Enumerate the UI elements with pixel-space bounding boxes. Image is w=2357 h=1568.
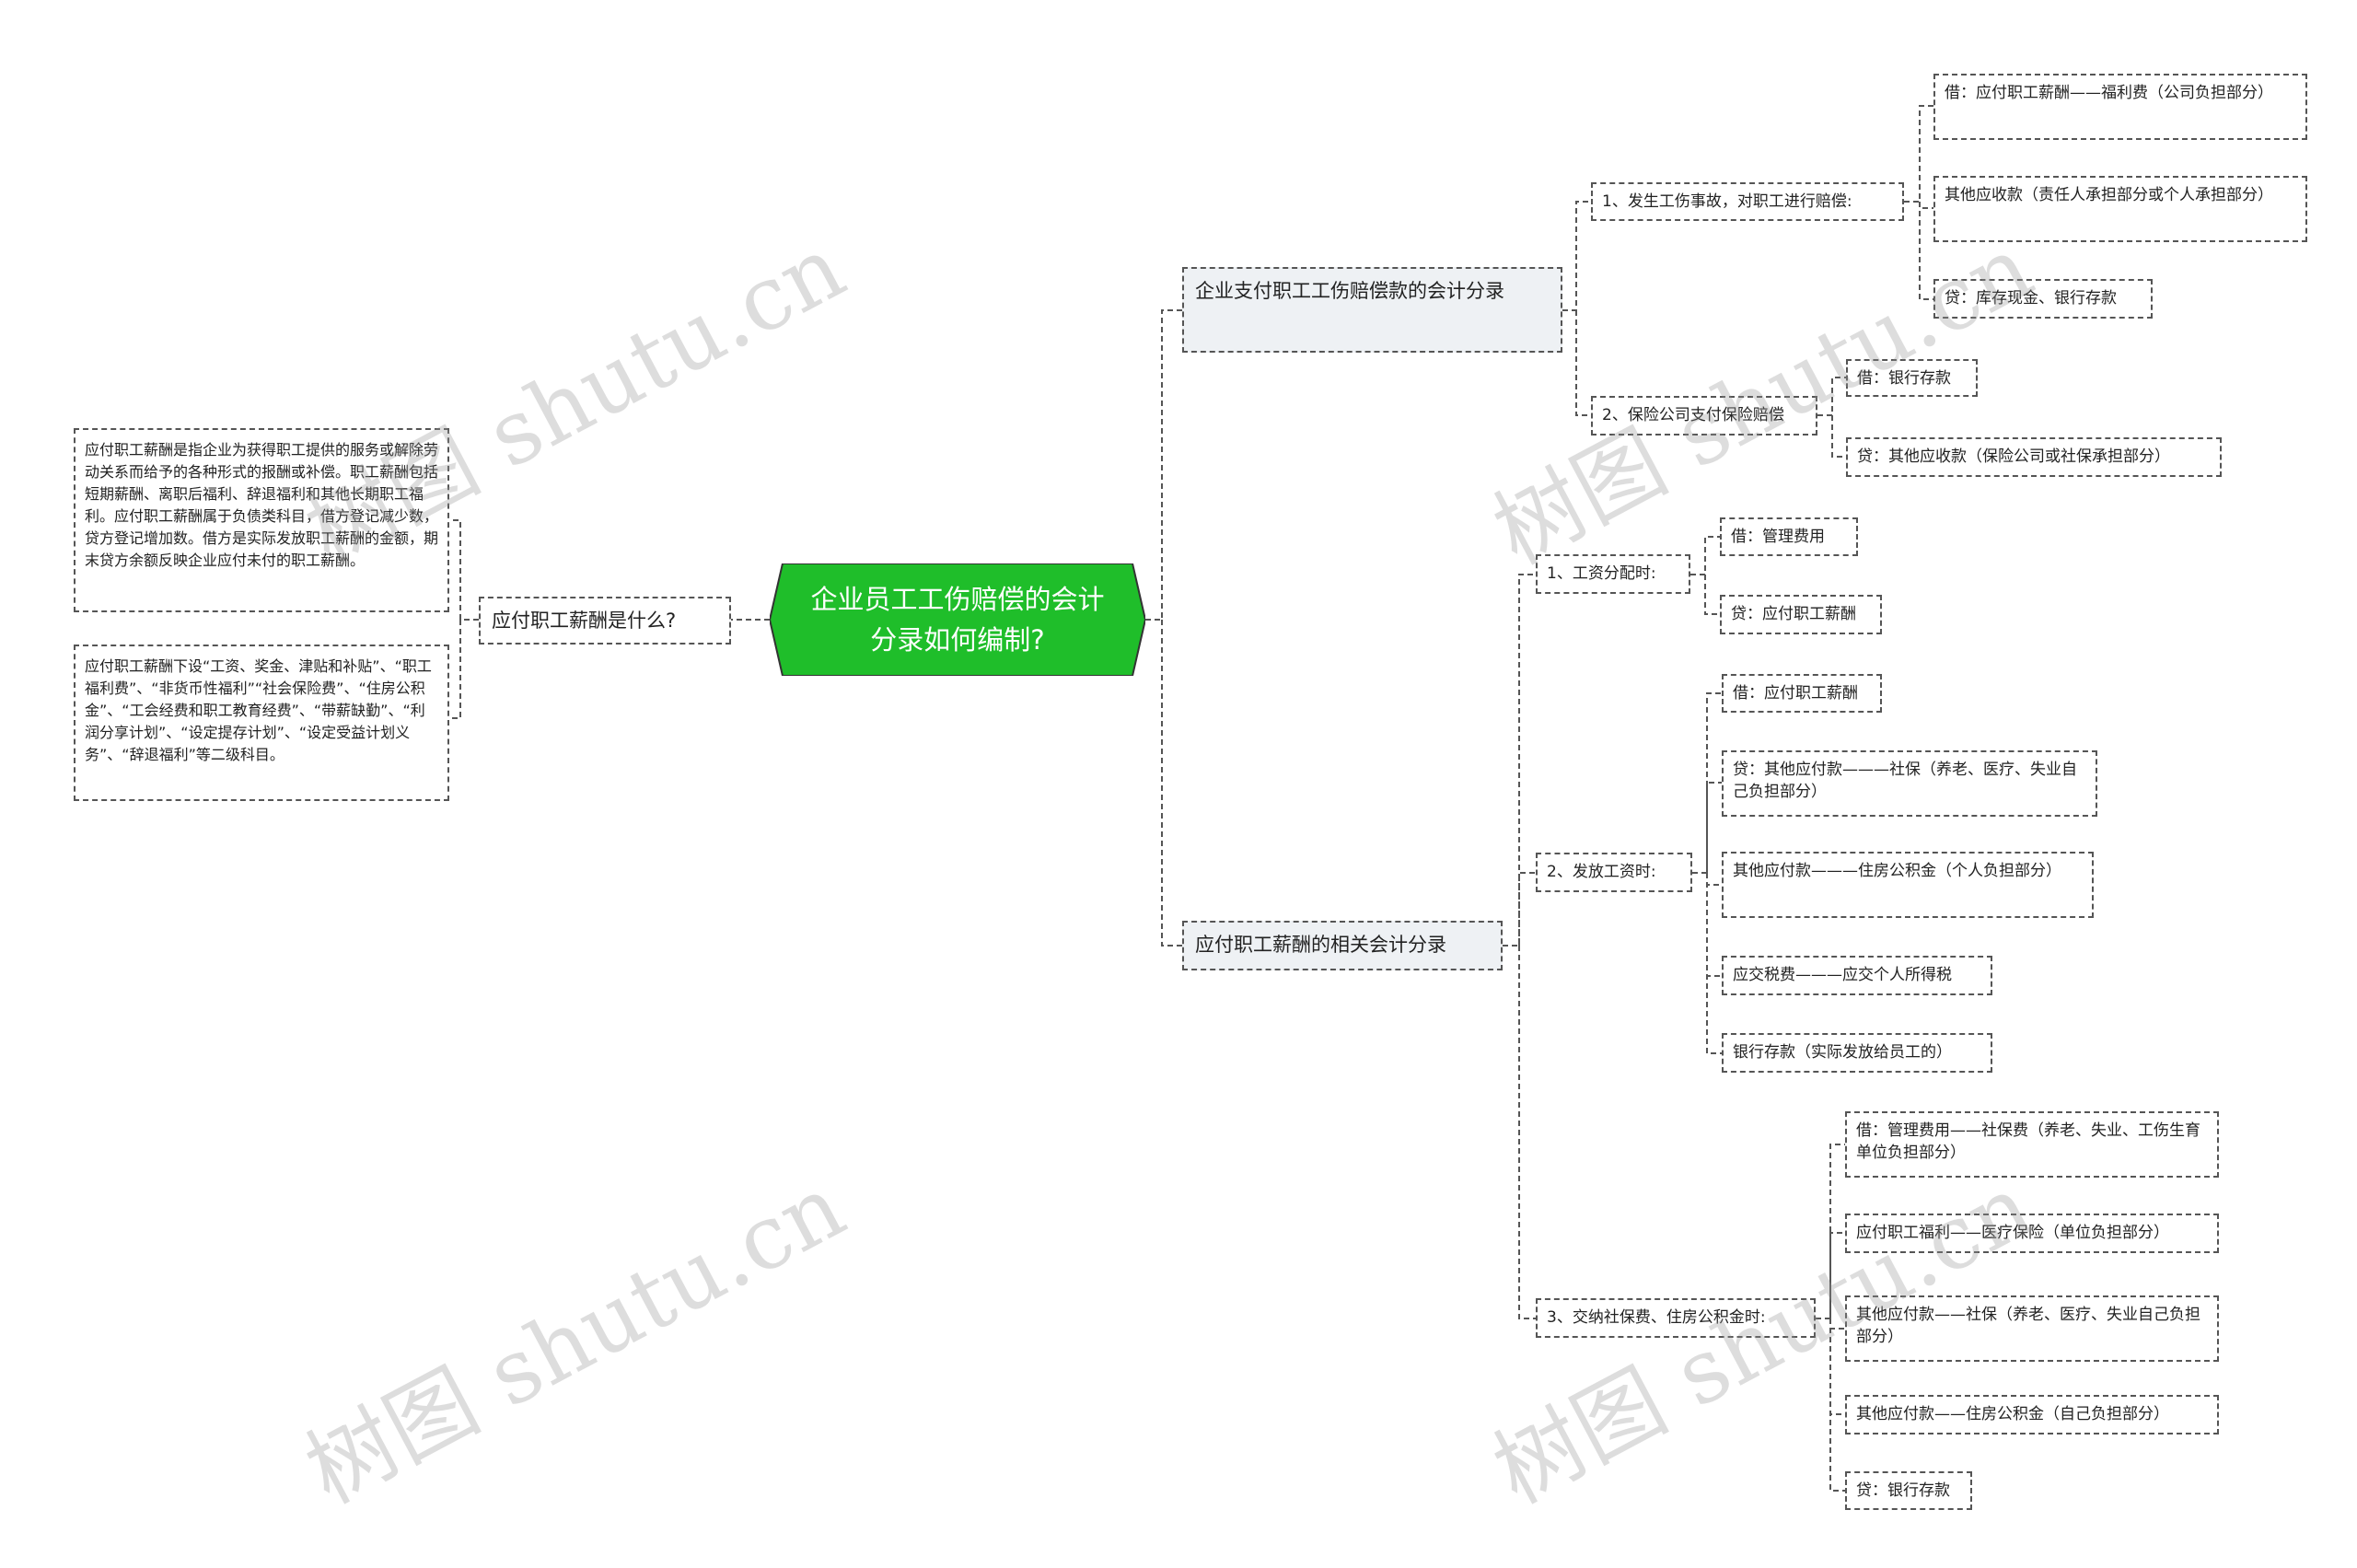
b2-item2-leaf-3-text: 其他应付款———住房公积金（个人负担部分） xyxy=(1733,862,2061,880)
b1-item1-leaf-2-text: 其他应收款（责任人承担部分或个人承担部分） xyxy=(1945,186,2273,204)
b1-item2-leaf-1[interactable]: 借：银行存款 xyxy=(1846,359,1978,397)
b1-item1-leaf-2[interactable]: 其他应收款（责任人承担部分或个人承担部分） xyxy=(1933,176,2307,242)
root-node[interactable]: 企业员工工伤赔偿的会计分录如何编制? xyxy=(770,563,1145,676)
left-desc-text-1: 应付职工薪酬是指企业为获得职工提供的服务或解除劳动关系而给予的各种形式的报酬或补… xyxy=(85,441,439,569)
branch2-node[interactable]: 应付职工薪酬的相关会计分录 xyxy=(1182,921,1503,970)
b2-item3-leaf-3-text: 其他应付款——社保（养老、医疗、失业自己负担部分） xyxy=(1856,1306,2200,1346)
b1-item2-leaf-1-text: 借：银行存款 xyxy=(1857,369,1951,388)
b1-item2-leaf-2-text: 贷：其他应收款（保险公司或社保承担部分） xyxy=(1857,447,2170,466)
b2-item2-leaf-5-text: 银行存款（实际发放给员工的） xyxy=(1733,1043,1952,1062)
b2-item2-leaf-4-text: 应交税费———应交个人所得税 xyxy=(1733,966,1952,984)
b1-item2-node[interactable]: 2、保险公司支付保险赔偿 xyxy=(1591,396,1817,436)
b1-item1-node[interactable]: 1、发生工伤事故，对职工进行赔偿: xyxy=(1591,182,1904,221)
left-topic-node[interactable]: 应付职工薪酬是什么? xyxy=(479,597,731,645)
branch2-label: 应付职工薪酬的相关会计分录 xyxy=(1195,934,1446,956)
b2-item1-node[interactable]: 1、工资分配时: xyxy=(1536,554,1690,594)
b2-item3-leaf-4[interactable]: 其他应付款——住房公积金（自己负担部分） xyxy=(1845,1395,2219,1434)
b2-item1-leaf-2-text: 贷：应付职工薪酬 xyxy=(1731,605,1856,623)
root-title: 企业员工工伤赔偿的会计分录如何编制? xyxy=(810,584,1105,656)
b2-item2-leaf-5[interactable]: 银行存款（实际发放给员工的） xyxy=(1722,1033,1992,1073)
b2-item3-node[interactable]: 3、交纳社保费、住房公积金时: xyxy=(1536,1298,1816,1338)
b1-item1-label: 1、发生工伤事故，对职工进行赔偿: xyxy=(1602,192,1852,211)
b2-item3-leaf-1-text: 借：管理费用——社保费（养老、失业、工伤生育单位负担部分） xyxy=(1856,1121,2200,1162)
b2-item2-label: 2、发放工资时: xyxy=(1547,863,1656,881)
b2-item2-node[interactable]: 2、发放工资时: xyxy=(1536,853,1692,892)
root-hexagon-shape xyxy=(770,563,1145,676)
b1-item1-leaf-3-text: 贷：库存现金、银行存款 xyxy=(1945,289,2117,308)
b1-item1-leaf-1-text: 借：应付职工薪酬——福利费（公司负担部分） xyxy=(1945,84,2273,102)
left-desc-node-2[interactable]: 应付职工薪酬下设“工资、奖金、津贴和补贴”、“职工福利费”、“非货币性福利”“社… xyxy=(74,645,449,801)
b2-item2-leaf-1[interactable]: 借：应付职工薪酬 xyxy=(1722,674,1882,713)
b2-item3-leaf-1[interactable]: 借：管理费用——社保费（养老、失业、工伤生育单位负担部分） xyxy=(1845,1111,2219,1178)
branch1-label: 企业支付职工工伤赔偿款的会计分录 xyxy=(1195,280,1504,302)
left-desc-node-1[interactable]: 应付职工薪酬是指企业为获得职工提供的服务或解除劳动关系而给予的各种形式的报酬或补… xyxy=(74,428,449,612)
b2-item1-label: 1、工资分配时: xyxy=(1547,564,1656,583)
b2-item3-leaf-3[interactable]: 其他应付款——社保（养老、医疗、失业自己负担部分） xyxy=(1845,1295,2219,1362)
b2-item2-leaf-2-text: 贷：其他应付款———社保（养老、医疗、失业自己负担部分） xyxy=(1733,761,2077,801)
branch1-node[interactable]: 企业支付职工工伤赔偿款的会计分录 xyxy=(1182,267,1562,353)
b2-item2-leaf-3[interactable]: 其他应付款———住房公积金（个人负担部分） xyxy=(1722,852,2094,918)
b2-item3-label: 3、交纳社保费、住房公积金时: xyxy=(1547,1308,1766,1327)
b2-item3-leaf-5[interactable]: 贷：银行存款 xyxy=(1845,1471,1972,1510)
b2-item3-leaf-2[interactable]: 应付职工福利——医疗保险（单位负担部分） xyxy=(1845,1214,2219,1253)
b1-item1-leaf-1[interactable]: 借：应付职工薪酬——福利费（公司负担部分） xyxy=(1933,74,2307,140)
b2-item1-leaf-1-text: 借：管理费用 xyxy=(1731,528,1825,546)
b2-item3-leaf-5-text: 贷：银行存款 xyxy=(1856,1481,1950,1500)
left-topic-label: 应付职工薪酬是什么? xyxy=(492,610,677,632)
b2-item2-leaf-1-text: 借：应付职工薪酬 xyxy=(1733,684,1858,703)
b2-item1-leaf-1[interactable]: 借：管理费用 xyxy=(1720,517,1858,556)
b1-item1-leaf-3[interactable]: 贷：库存现金、银行存款 xyxy=(1933,279,2153,319)
b1-item2-label: 2、保险公司支付保险赔偿 xyxy=(1602,406,1784,424)
b2-item3-leaf-4-text: 其他应付款——住房公积金（自己负担部分） xyxy=(1856,1405,2169,1423)
left-desc-text-2: 应付职工薪酬下设“工资、奖金、津贴和补贴”、“职工福利费”、“非货币性福利”“社… xyxy=(85,657,432,763)
b2-item3-leaf-2-text: 应付职工福利——医疗保险（单位负担部分） xyxy=(1856,1224,2169,1242)
b2-item2-leaf-4[interactable]: 应交税费———应交个人所得税 xyxy=(1722,956,1992,995)
b1-item2-leaf-2[interactable]: 贷：其他应收款（保险公司或社保承担部分） xyxy=(1846,437,2222,477)
b2-item1-leaf-2[interactable]: 贷：应付职工薪酬 xyxy=(1720,595,1882,634)
b2-item2-leaf-2[interactable]: 贷：其他应付款———社保（养老、医疗、失业自己负担部分） xyxy=(1722,750,2097,817)
